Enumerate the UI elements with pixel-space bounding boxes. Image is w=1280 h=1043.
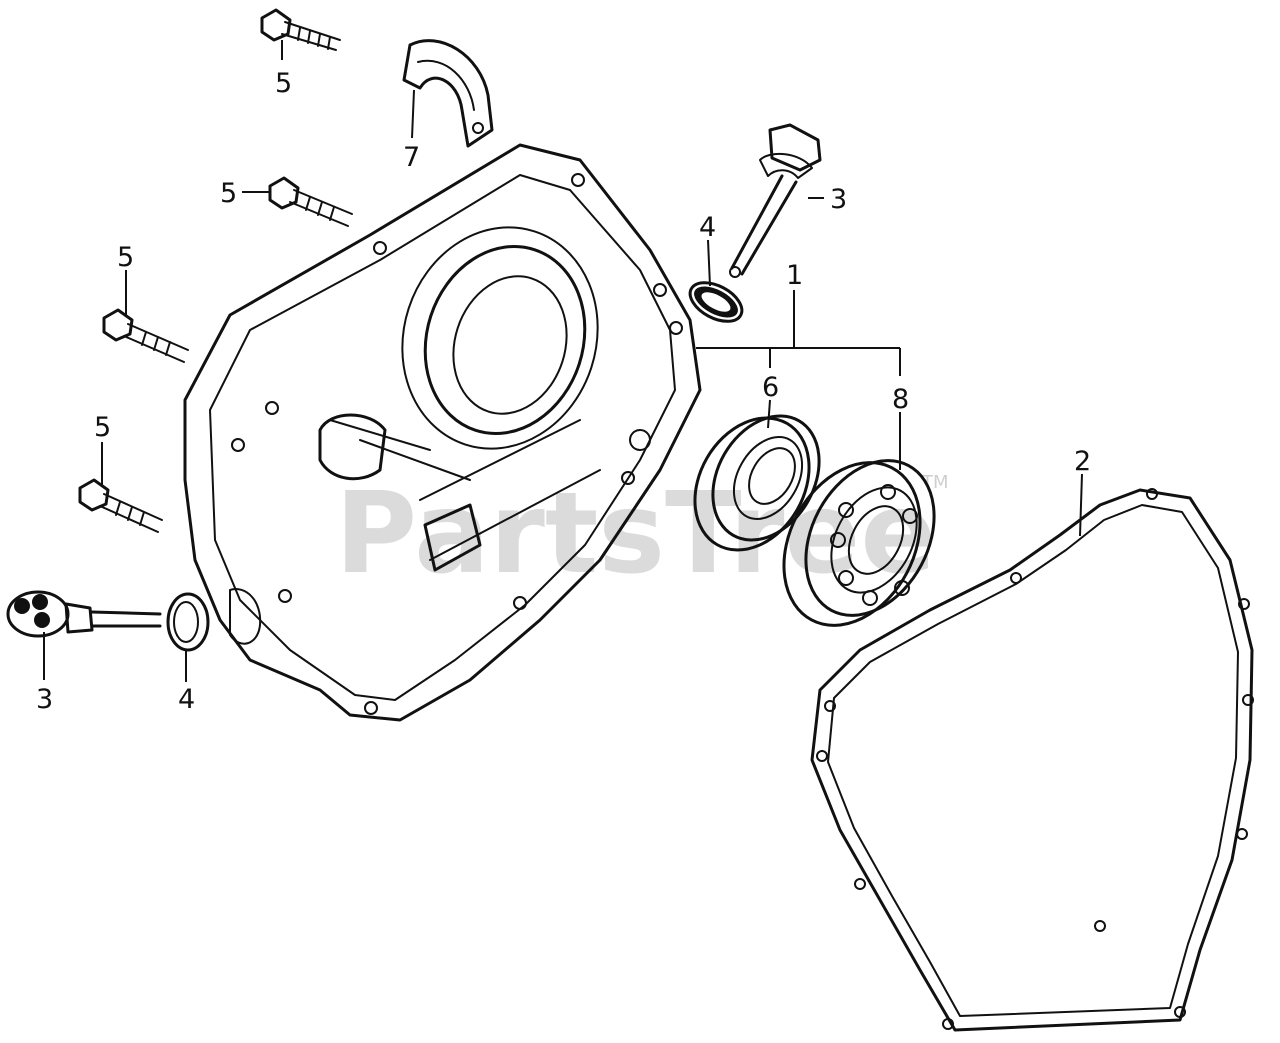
callout-6[interactable]: 6 [762,372,779,403]
callout-labels: 5 7 5 3 4 1 5 6 8 5 2 3 4 [36,68,1091,715]
callout-3-upper[interactable]: 3 [830,184,847,215]
callout-1[interactable]: 1 [786,260,803,291]
bolt-part-middle-left[interactable] [102,308,189,363]
callout-5-upper-left[interactable]: 5 [220,178,237,209]
oil-seal-part[interactable] [672,397,841,571]
o-ring-part-upper[interactable] [684,275,748,330]
crankcase-cover-part[interactable] [183,143,702,722]
callout-2[interactable]: 2 [1074,446,1091,477]
callout-5-top[interactable]: 5 [275,68,292,99]
oil-level-gauge-part-upper[interactable] [729,123,822,278]
callout-5-lower-left[interactable]: 5 [94,412,111,443]
leader-lines [43,40,1083,682]
bolt-part-lower-left[interactable] [78,478,163,533]
callout-4-upper[interactable]: 4 [699,212,716,243]
bolt-part-top[interactable] [260,8,341,51]
callout-5-middle-left[interactable]: 5 [117,242,134,273]
ball-bearing-part[interactable] [757,438,960,649]
o-ring-part-lower[interactable] [166,592,210,652]
oil-level-gauge-part-lower[interactable] [6,590,162,638]
callout-4-lower[interactable]: 4 [178,684,195,715]
clamp-band-part[interactable] [402,39,494,148]
bolt-part-upper-left[interactable] [268,176,353,227]
gasket-part[interactable] [810,488,1254,1032]
callout-7[interactable]: 7 [403,142,420,173]
callout-8[interactable]: 8 [892,384,909,415]
watermark-text: PartsTree [335,469,936,599]
callout-3-lower[interactable]: 3 [36,684,53,715]
